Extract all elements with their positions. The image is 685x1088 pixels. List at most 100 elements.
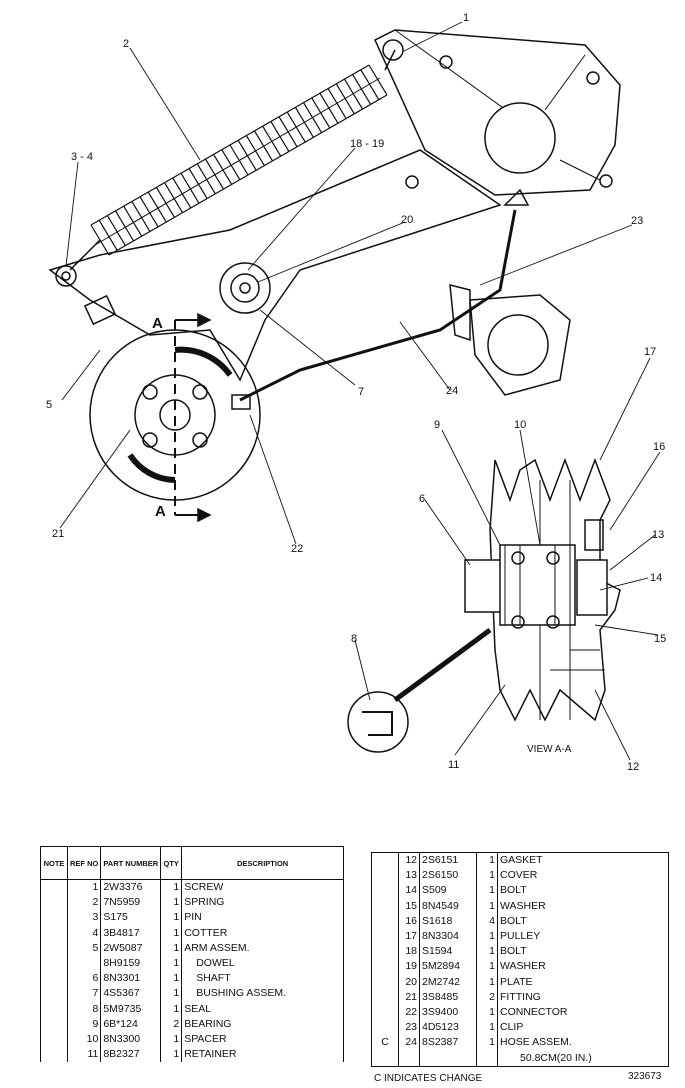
callout-12: 12	[627, 761, 639, 773]
ref-cell: 17	[398, 929, 420, 945]
description-cell: BOLT	[500, 945, 527, 958]
seal-detail	[347, 691, 409, 753]
ref-cell: 5	[67, 940, 102, 957]
description-cell: 50.8CM(20 IN.)	[520, 1051, 592, 1064]
qty-cell: 1	[476, 1035, 498, 1051]
note-cell	[371, 974, 399, 990]
description-cell: CLIP	[500, 1021, 524, 1034]
note-cell	[40, 1032, 68, 1048]
ref-cell: 1	[67, 879, 102, 896]
part-number-cell: 4S5367	[100, 986, 162, 1002]
section-marker-top: A	[152, 315, 163, 332]
callout-21: 21	[52, 528, 64, 540]
callout-20: 20	[401, 214, 413, 226]
qty-cell: 1	[476, 898, 498, 914]
ref-cell: 14	[398, 883, 420, 899]
part-number-cell: 8B2327	[100, 1047, 162, 1063]
qty-cell: 1	[160, 1001, 183, 1017]
note-cell	[40, 895, 68, 911]
callout-14: 14	[650, 572, 662, 584]
qty-cell: 1	[160, 1047, 183, 1063]
note-cell	[371, 1005, 399, 1021]
description-cell: SPRING	[184, 896, 225, 909]
callout-15: 15	[654, 633, 666, 645]
mounting-bracket	[374, 29, 621, 196]
part-number-cell: S509	[419, 883, 477, 899]
note-cell: C	[371, 1035, 399, 1051]
drawing-number: 323673	[628, 1071, 662, 1082]
ref-cell	[398, 1050, 420, 1067]
note-cell	[371, 913, 399, 930]
ref-cell: 16	[398, 913, 420, 930]
change-legend: C INDICATES CHANGE	[374, 1073, 483, 1084]
description-cell: BEARING	[184, 1017, 232, 1030]
note-cell	[371, 959, 399, 975]
callout-1: 1	[463, 12, 469, 24]
ref-cell: 4	[67, 925, 102, 941]
part-number-cell	[419, 1050, 477, 1067]
qty-cell: 1	[476, 852, 498, 869]
callout-8: 8	[351, 633, 357, 645]
callout-10: 10	[514, 419, 526, 431]
table-row: 50.8CM(20 IN.)	[371, 1050, 669, 1067]
description-cell: BOLT	[500, 914, 527, 927]
callout-2: 2	[123, 38, 129, 50]
note-cell	[371, 989, 399, 1006]
parts-table-left: NOTE REF NO PART NUMBER QTY DESCRIPTION …	[40, 846, 344, 1063]
note-cell	[40, 1001, 68, 1017]
qty-cell: 1	[476, 929, 498, 945]
ref-cell: 2	[67, 895, 102, 911]
ref-cell: 22	[398, 1005, 420, 1021]
part-number-cell: 8N3304	[419, 929, 477, 945]
ref-cell: 10	[67, 1032, 102, 1048]
description-cell: COVER	[500, 869, 538, 882]
qty-cell: 1	[160, 956, 183, 972]
description-cell: WASHER	[500, 960, 546, 973]
qty-cell: 1	[476, 1005, 498, 1021]
note-cell	[40, 1047, 68, 1063]
callout-24: 24	[446, 385, 458, 397]
callout-18-19: 18 - 19	[350, 138, 384, 150]
description-cell: FITTING	[500, 990, 541, 1003]
callout-5: 5	[46, 399, 52, 411]
part-number-cell: 8N3301	[100, 971, 162, 987]
note-cell	[371, 883, 399, 899]
view-label: VIEW A-A	[527, 744, 572, 755]
callout-6: 6	[419, 493, 425, 505]
part-number-cell: 3S8485	[419, 989, 477, 1006]
callout-23: 23	[631, 215, 643, 227]
part-number-cell: 8S2387	[419, 1035, 477, 1051]
note-cell	[40, 940, 68, 957]
description-cell: BOLT	[500, 884, 527, 897]
ref-cell: 21	[398, 989, 420, 1006]
qty-cell	[476, 1050, 498, 1067]
note-cell	[40, 1016, 68, 1033]
note-cell	[371, 868, 399, 884]
part-number-cell: 8N3300	[100, 1032, 162, 1048]
header-ref-no: REF NO	[67, 846, 102, 880]
qty-cell: 1	[160, 971, 183, 987]
qty-cell: 1	[476, 944, 498, 960]
part-number-cell: 2W5087	[100, 940, 162, 957]
qty-cell: 1	[160, 925, 183, 941]
callout-9: 9	[434, 419, 440, 431]
callout-16: 16	[653, 441, 665, 453]
qty-cell: 1	[160, 1032, 183, 1048]
part-number-cell: 8H9159	[100, 956, 162, 972]
qty-cell: 1	[160, 895, 183, 911]
part-number-cell: 2M2742	[419, 974, 477, 990]
